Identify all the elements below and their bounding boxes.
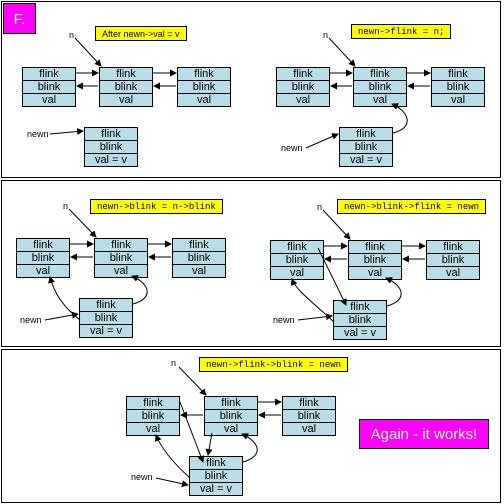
val-field: val <box>431 93 485 107</box>
flink-field: flink <box>126 396 180 410</box>
n-label: n <box>63 201 69 211</box>
list-node-n: flink blink val <box>94 238 148 278</box>
newn-label: newn <box>20 315 42 325</box>
list-node-n: flink blink val <box>353 67 407 107</box>
newn-label: newn <box>281 143 303 153</box>
blink-field: blink <box>348 253 402 267</box>
n-label: n <box>171 358 177 368</box>
list-node-prev: flink blink val <box>22 67 76 107</box>
blink-field: blink <box>204 409 258 423</box>
n-label: n <box>317 202 323 212</box>
val-field: val <box>204 422 258 436</box>
flink-field: flink <box>353 67 407 81</box>
flink-field: flink <box>282 396 336 410</box>
list-node-newn: flink blink val = v <box>189 456 243 496</box>
blink-field: blink <box>276 80 330 94</box>
val-field: val = v <box>79 324 133 338</box>
flink-field: flink <box>16 238 70 252</box>
flink-field: flink <box>177 67 231 81</box>
val-field: val <box>276 93 330 107</box>
flink-field: flink <box>94 238 148 252</box>
list-node-newn: flink blink val = v <box>79 298 133 338</box>
blink-field: blink <box>79 311 133 325</box>
blink-field: blink <box>16 251 70 265</box>
blink-field: blink <box>189 469 243 483</box>
val-field: val = v <box>84 153 138 167</box>
val-field: val <box>177 93 231 107</box>
blink-field: blink <box>353 80 407 94</box>
flink-field: flink <box>431 67 485 81</box>
flink-field: flink <box>172 238 226 252</box>
val-field: val <box>94 264 148 278</box>
newn-label: newn <box>131 472 153 482</box>
flink-field: flink <box>276 67 330 81</box>
list-node-next: flink blink val <box>282 396 336 436</box>
val-field: val = v <box>339 153 393 167</box>
list-node-newn: flink blink val = v <box>339 127 393 167</box>
flink-field: flink <box>348 240 402 254</box>
flink-field: flink <box>22 67 76 81</box>
val-field: val <box>22 93 76 107</box>
n-label: n <box>69 30 75 40</box>
figure-tag: F. <box>3 3 36 34</box>
val-field: val = v <box>189 482 243 496</box>
list-node-next: flink blink val <box>172 238 226 278</box>
flink-field: flink <box>333 300 387 314</box>
val-field: val <box>16 264 70 278</box>
blink-field: blink <box>270 253 324 267</box>
list-node-prev: flink blink val <box>16 238 70 278</box>
blink-field: blink <box>172 251 226 265</box>
flink-field: flink <box>204 396 258 410</box>
val-field: val <box>99 93 153 107</box>
blink-field: blink <box>99 80 153 94</box>
list-node-newn: flink blink val = v <box>84 127 138 167</box>
list-node-next: flink blink val <box>177 67 231 107</box>
flink-field: flink <box>270 240 324 254</box>
step-note-5: newn->flink->blink = newn <box>199 357 349 372</box>
list-node-prev: flink blink val <box>270 240 324 280</box>
step-note-4: newn->blink->flink = newn <box>337 199 487 214</box>
blink-field: blink <box>426 253 480 267</box>
val-field: val <box>426 266 480 280</box>
val-field: val <box>126 422 180 436</box>
blink-field: blink <box>333 313 387 327</box>
val-field: val <box>172 264 226 278</box>
val-field: val = v <box>333 326 387 340</box>
val-field: val <box>270 266 324 280</box>
val-field: val <box>282 422 336 436</box>
val-field: val <box>353 93 407 107</box>
flink-field: flink <box>84 127 138 141</box>
blink-field: blink <box>126 409 180 423</box>
flink-field: flink <box>99 67 153 81</box>
step-note-3: newn->blink = n->blink <box>90 199 223 214</box>
blink-field: blink <box>339 140 393 154</box>
val-field: val <box>348 266 402 280</box>
newn-label: newn <box>273 315 295 325</box>
conclusion-badge: Again - it works! <box>359 419 489 449</box>
flink-field: flink <box>189 456 243 470</box>
blink-field: blink <box>22 80 76 94</box>
step-note-2: newn->flink = n; <box>351 24 452 39</box>
list-node-prev: flink blink val <box>126 396 180 436</box>
blink-field: blink <box>94 251 148 265</box>
blink-field: blink <box>282 409 336 423</box>
list-node-n: flink blink val <box>204 396 258 436</box>
blink-field: blink <box>84 140 138 154</box>
list-node-n: flink blink val <box>99 67 153 107</box>
newn-label: newn <box>27 129 49 139</box>
list-node-prev: flink blink val <box>276 67 330 107</box>
list-node-next: flink blink val <box>431 67 485 107</box>
step-note-1: After newn->val = v <box>95 26 187 41</box>
n-label: n <box>323 30 329 40</box>
flink-field: flink <box>426 240 480 254</box>
list-node-n: flink blink val <box>348 240 402 280</box>
list-node-newn: flink blink val = v <box>333 300 387 340</box>
flink-field: flink <box>79 298 133 312</box>
blink-field: blink <box>177 80 231 94</box>
list-node-next: flink blink val <box>426 240 480 280</box>
flink-field: flink <box>339 127 393 141</box>
blink-field: blink <box>431 80 485 94</box>
